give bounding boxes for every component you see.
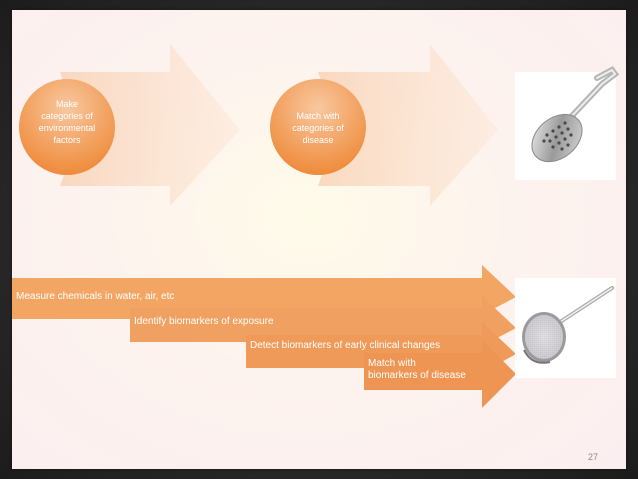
slide: Make categories of environmental factors… <box>12 10 626 469</box>
slotted-spoon-image <box>515 66 620 180</box>
top-step-label-2: Match with categories of disease <box>292 111 344 145</box>
bottom-arrow-2 <box>130 296 516 346</box>
bottom-arrow-4 <box>364 340 516 408</box>
process-diagram <box>12 44 620 408</box>
bottom-step-label-2: Identify biomarkers of exposure <box>134 316 274 327</box>
fine-mesh-strainer-image <box>515 278 616 378</box>
top-step-circle-1 <box>19 79 115 175</box>
top-arrow-2 <box>318 44 498 206</box>
bottom-step-label-4: Match with biomarkers of disease <box>368 358 466 381</box>
top-arrow-1 <box>60 44 240 206</box>
bottom-step-label-3: Detect biomarkers of early clinical chan… <box>250 340 441 351</box>
bottom-arrow-1 <box>12 265 516 319</box>
page-number: 27 <box>588 452 599 462</box>
top-step-circle-2 <box>270 79 366 175</box>
bottom-step-label-1: Measure chemicals in water, air, etc <box>16 291 175 302</box>
top-step-label-1: Make categories of environmental factors <box>38 99 96 145</box>
